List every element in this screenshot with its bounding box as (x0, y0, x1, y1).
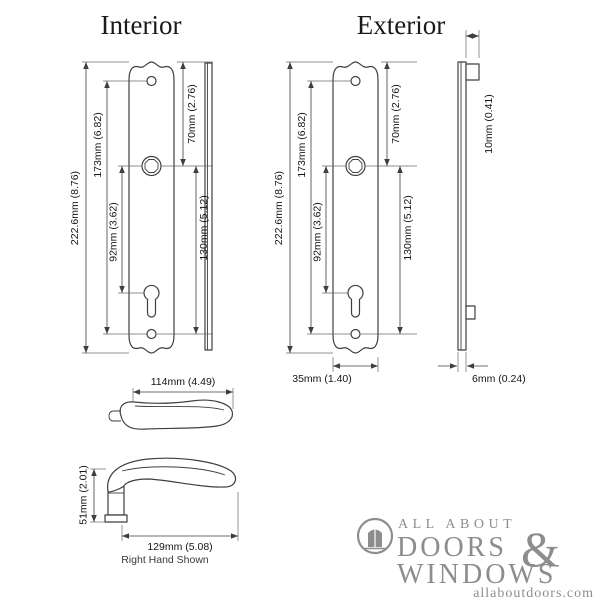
handle-top-contour (134, 405, 225, 411)
exterior-title: Exterior (357, 10, 445, 40)
exterior-dim-handle-to-bottom: 130mm (5.12) (402, 195, 414, 260)
exterior-euro-cylinder-keyhole (347, 284, 364, 318)
exterior-view: 222.6mm (8.76) 173mm (6.82) 92mm (3.62) … (273, 30, 526, 385)
company-logo: ALL ABOUT DOORS & WINDOWS allaboutdoors.… (356, 517, 594, 600)
interior-side-profile (204, 62, 213, 351)
exterior-side-cylinder-stub (465, 305, 476, 320)
logo-word-windows: WINDOWS (397, 559, 556, 590)
interior-dim-top-to-handle: 70mm (2.76) (186, 84, 198, 144)
exterior-side-profile (457, 61, 480, 351)
logo-door-emblem-icon (356, 517, 394, 555)
logo-word-doors: DOORS (397, 532, 507, 563)
interior-screw-hole-top (146, 75, 157, 87)
handle-top-neck-stub (108, 410, 121, 422)
exterior-extension-lines (286, 30, 480, 372)
handle-dim-height: 51mm (2.01) (78, 465, 90, 525)
logo-ampersand: & (521, 521, 560, 577)
interior-backplate (128, 61, 175, 354)
exterior-dim-screw-spacing: 173mm (6.82) (296, 112, 308, 177)
interior-title: Interior (101, 10, 182, 40)
handle-side-contour (121, 466, 226, 476)
interior-dim-overall-height: 222.6mm (8.76) (69, 171, 81, 245)
logo-tagline: ALL ABOUT (398, 517, 516, 532)
exterior-dimension-lines (287, 33, 488, 369)
exterior-dim-top-projection: 10mm (0.41) (483, 94, 495, 154)
handle-top-view: 114mm (4.49) (108, 376, 234, 430)
interior-euro-cylinder-keyhole (143, 284, 160, 318)
exterior-screw-hole-bottom (350, 328, 361, 340)
interior-thumbturn (141, 155, 162, 177)
exterior-screw-hole-top (350, 75, 361, 87)
interior-dimension-lines (83, 62, 199, 353)
handle-side-grip (107, 457, 237, 493)
interior-view: 222.6mm (8.76) 173mm (6.82) 92mm (3.62) … (69, 61, 213, 354)
handle-top-outline (119, 399, 234, 430)
handle-side-view: 51mm (2.01) 129mm (5.08) Right Hand Show… (78, 457, 239, 566)
exterior-side-top-boss (465, 63, 480, 81)
exterior-dim-plate-width: 35mm (1.40) (292, 373, 352, 385)
exterior-dim-handle-to-cylinder: 92mm (3.62) (312, 202, 324, 262)
handle-dim-side-length: 129mm (5.08) (147, 541, 212, 553)
handle-orientation-note: Right Hand Shown (121, 554, 209, 566)
exterior-dim-plate-thickness: 6mm (0.24) (472, 373, 526, 385)
interior-extension-lines (82, 61, 213, 354)
exterior-dim-top-to-handle: 70mm (2.76) (390, 84, 402, 144)
interior-dim-handle-to-cylinder: 92mm (3.62) (108, 202, 120, 262)
interior-dim-screw-spacing: 173mm (6.82) (92, 112, 104, 177)
exterior-backplate (332, 61, 379, 354)
handle-side-dimension-lines (91, 469, 238, 539)
exterior-dim-overall-height: 222.6mm (8.76) (273, 171, 285, 245)
interior-dim-handle-to-bottom: 130mm (5.12) (198, 195, 210, 260)
interior-screw-hole-bottom (146, 328, 157, 340)
exterior-handle-hub (345, 155, 366, 177)
handle-dim-top-length: 114mm (4.49) (151, 376, 216, 388)
logo-website: allaboutdoors.com (473, 586, 594, 600)
handle-side-base (104, 514, 128, 523)
